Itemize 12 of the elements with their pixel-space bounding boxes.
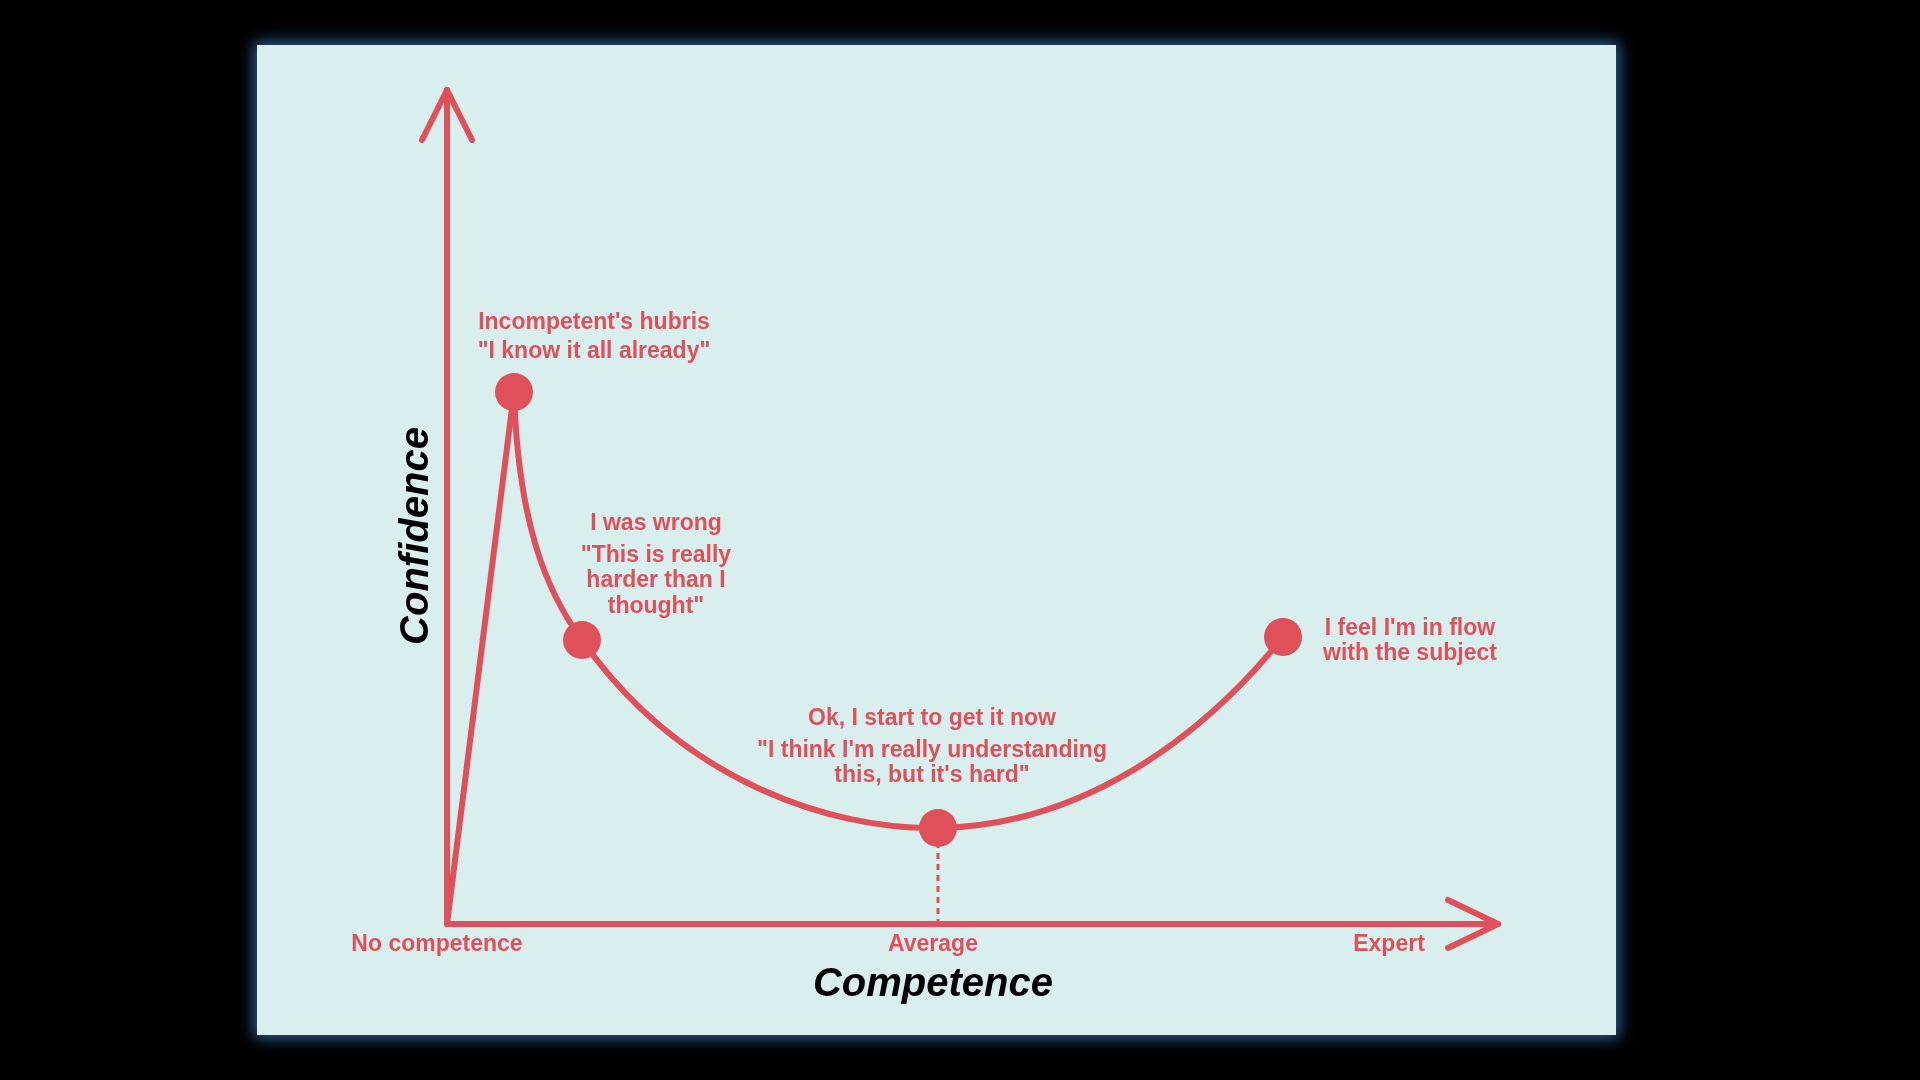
- tick-label: Expert: [1353, 931, 1425, 957]
- annotation-label: "I know it all already": [477, 338, 711, 364]
- tick-label: No competence: [351, 931, 523, 957]
- annotation-label: I feel I'm in flow with the subject: [1322, 614, 1498, 666]
- tick-label: Average: [888, 931, 978, 957]
- axis-title: Confidence: [392, 427, 436, 645]
- annotation-label: "I think I'm really understanding this, but it's hard": [756, 736, 1108, 788]
- annotation-label: Ok, I start to get it now: [808, 705, 1056, 731]
- annotation-label: I was wrong: [590, 510, 722, 536]
- annotation-label: Incompetent's hubris: [478, 309, 710, 335]
- axis-title: Competence: [812, 960, 1054, 1004]
- annotation-label: "This is really harder than I thought": [579, 542, 733, 618]
